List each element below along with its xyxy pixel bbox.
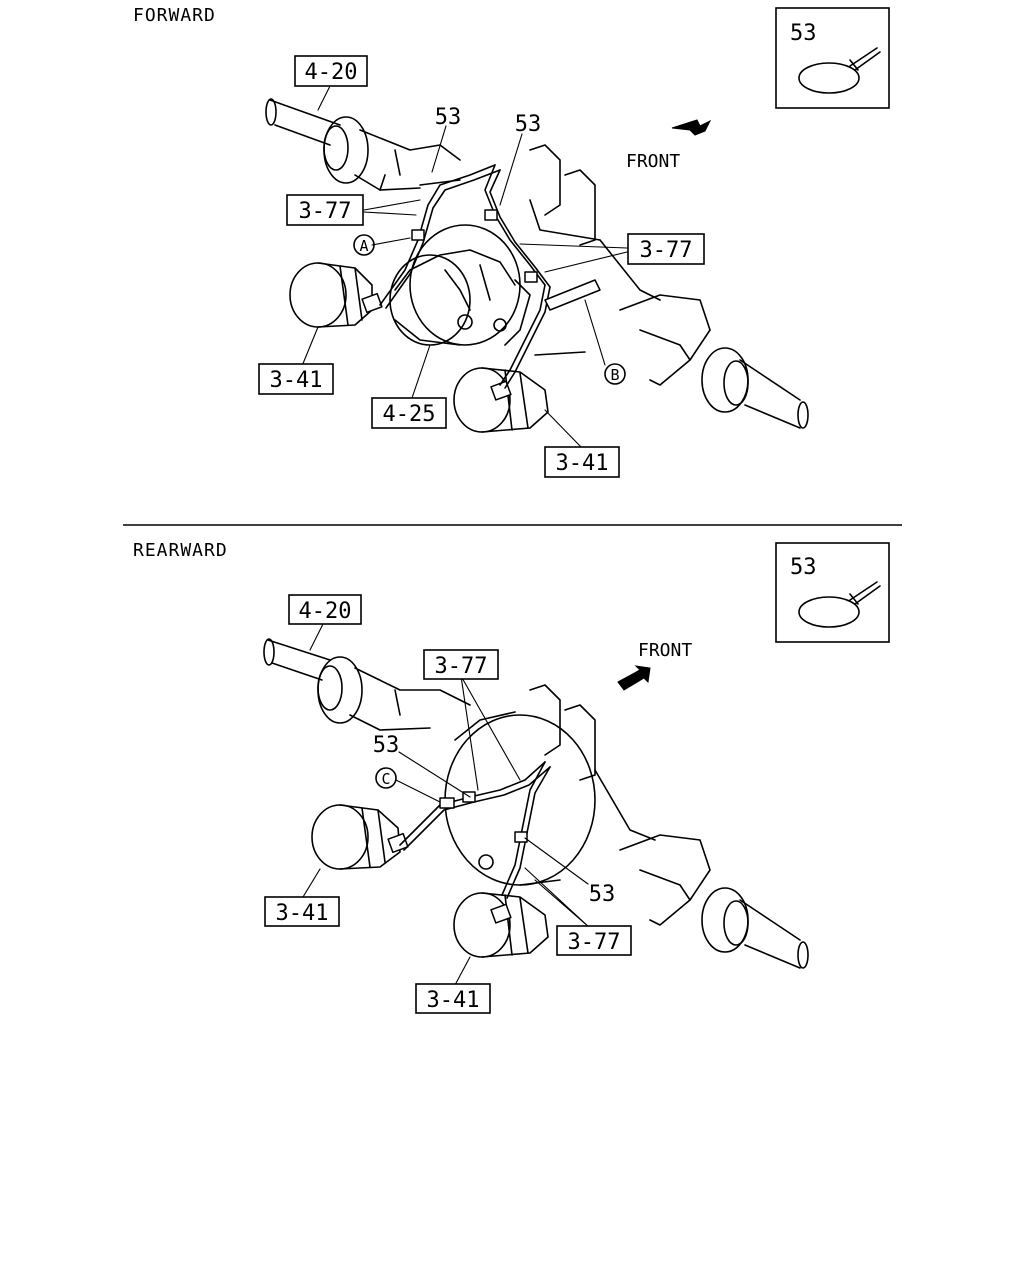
svg-text:C: C — [381, 770, 390, 788]
rearward-brake-chamber-left — [311, 804, 409, 870]
rearward-chamber-left-label: 3-41 — [276, 901, 329, 926]
rearward-clamp-band-icon — [798, 596, 860, 628]
forward-chamber-right-label: 3-41 — [556, 451, 609, 476]
forward-clamp-band-icon — [798, 62, 860, 94]
forward-brake-pipes — [379, 164, 601, 389]
rearward-clamp-tie-icon — [849, 581, 881, 605]
forward-clip-left-label: 53 — [435, 105, 462, 130]
forward-front-arrow-icon — [671, 119, 712, 136]
rearward-detail-part-number: 53 — [790, 555, 817, 580]
rearward-axle-housing-right — [619, 834, 809, 969]
rearward-chamber-right-label: 3-41 — [427, 988, 480, 1013]
rearward-brake-pipes — [399, 761, 551, 899]
forward-clip-right-label: 53 — [515, 112, 542, 137]
forward-axle-housing-right — [619, 294, 809, 429]
forward-clamp-tie-icon — [849, 47, 881, 71]
forward-differential-housing — [389, 144, 661, 356]
rearward-callout-c — [375, 767, 397, 789]
rearward-front-label: FRONT — [638, 640, 692, 661]
rearward-section-title: REARWARD — [133, 540, 228, 561]
rearward-front-arrow-icon — [617, 665, 651, 691]
svg-text:B: B — [610, 366, 619, 384]
rearward-section: REARWARD 53 FRONT — [133, 540, 890, 1014]
forward-differential-label: 4-25 — [383, 402, 436, 427]
rearward-clip-left-label: 53 — [373, 733, 400, 758]
rearward-axle-housing-left — [263, 638, 471, 731]
rearward-pipe-upper-label: 3-77 — [435, 654, 488, 679]
forward-pipe-right-label: 3-77 — [640, 238, 693, 263]
forward-callout-a — [353, 234, 375, 256]
rearward-leader-lines — [302, 623, 591, 986]
forward-brake-chamber-right — [453, 367, 549, 433]
forward-section: FORWARD 53 FRONT — [133, 5, 890, 478]
svg-text:A: A — [359, 237, 368, 255]
forward-pipe-upper-label: 3-77 — [299, 199, 352, 224]
rearward-differential-housing — [444, 684, 656, 886]
forward-leader-lines — [301, 85, 628, 449]
forward-front-label: FRONT — [626, 151, 680, 172]
forward-axle-shaft-label: 4-20 — [305, 60, 358, 85]
rearward-pipe-lower-label: 3-77 — [568, 930, 621, 955]
rearward-brake-chamber-right — [453, 892, 549, 958]
forward-detail-part-number: 53 — [790, 21, 817, 46]
rearward-clip-right-label: 53 — [589, 882, 616, 907]
forward-chamber-left-label: 3-41 — [270, 368, 323, 393]
forward-axle-housing-left — [265, 98, 461, 191]
forward-callout-b — [604, 363, 626, 385]
forward-brake-chamber-left — [289, 262, 383, 328]
forward-detail-box: 53 — [775, 7, 890, 109]
rearward-axle-shaft-label: 4-20 — [299, 599, 352, 624]
rearward-detail-box: 53 — [775, 542, 890, 643]
forward-section-title: FORWARD — [133, 5, 216, 26]
